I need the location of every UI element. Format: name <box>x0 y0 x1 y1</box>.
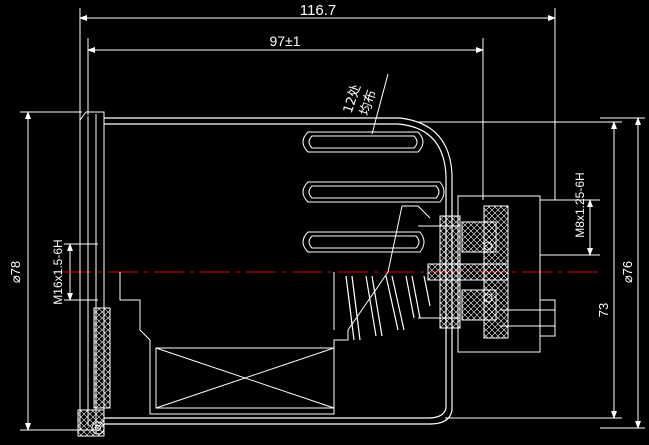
dimension-body-length-label: 97±1 <box>269 33 300 49</box>
outlet-fitting <box>418 195 556 353</box>
filter-element <box>119 205 431 415</box>
spring-coils <box>345 275 431 341</box>
left-end-plate <box>77 111 111 437</box>
dimension-right-height-label: 73 <box>596 303 611 317</box>
drain-seal <box>91 421 105 435</box>
shell-ribs <box>302 131 445 253</box>
dimension-overall-length-label: 116.7 <box>300 2 336 19</box>
dimension-left-diameter-label: ⌀78 <box>8 261 23 283</box>
dimension-overall-length <box>79 8 556 200</box>
dimension-right-diameter <box>600 117 645 429</box>
dimension-thread-right-label: M8x1.25-6H <box>573 172 587 237</box>
dimension-right-height <box>418 121 622 419</box>
dimension-thread-left-label: M16x1.5-6H <box>51 239 65 304</box>
dimension-right-diameter-label: ⌀76 <box>620 261 635 283</box>
outer-shell <box>104 117 453 425</box>
dimension-body-length <box>87 38 484 200</box>
dimension-left-diameter <box>20 111 82 431</box>
dimension-thread-right <box>540 199 600 256</box>
